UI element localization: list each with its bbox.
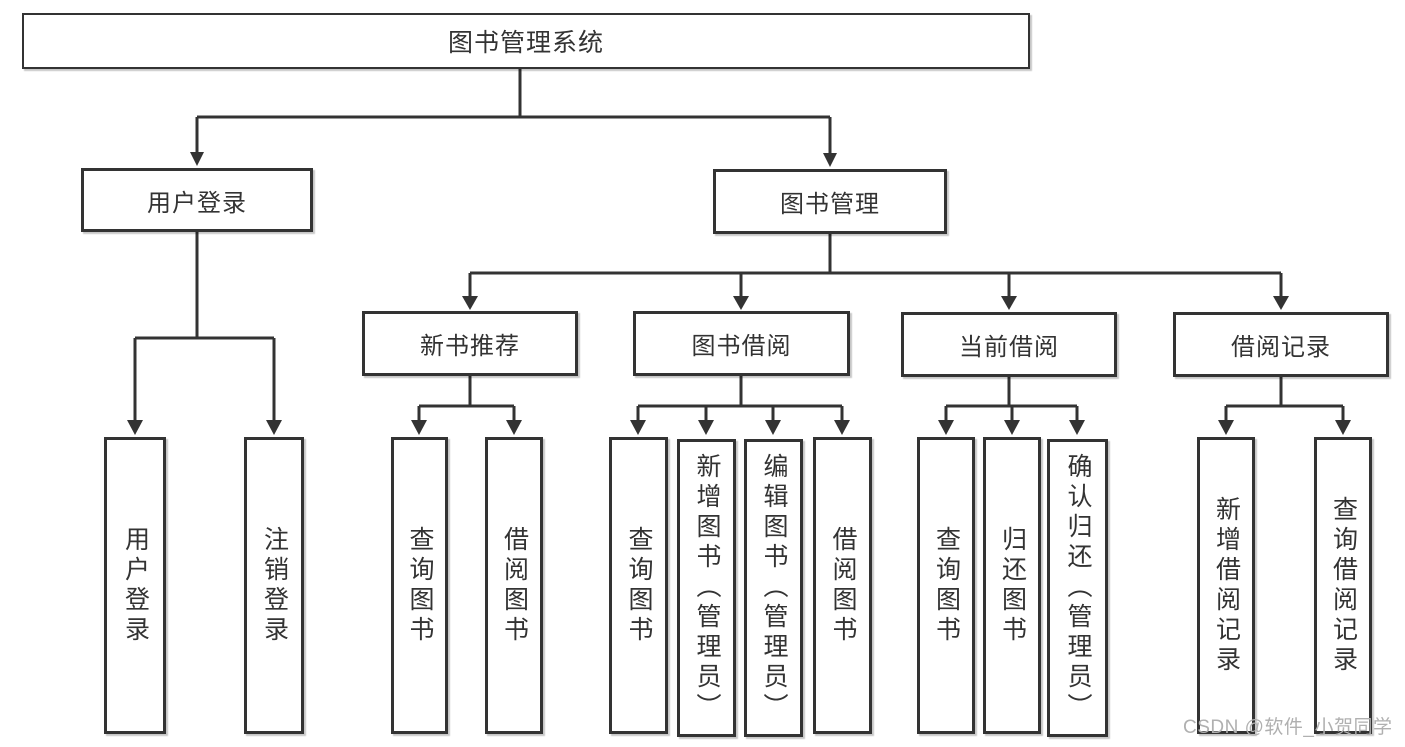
leaf-query-books-current: 查询图书 <box>917 437 975 734</box>
leaf-query-books-recommend: 查询图书 <box>391 437 448 734</box>
leaf-label: 查询图书 <box>406 525 434 646</box>
leaf-label: 查询图书 <box>932 525 961 646</box>
node-label: 用户登录 <box>147 189 247 217</box>
leaf-label: 查询借阅记录 <box>1329 495 1358 676</box>
leaf-label: 编辑图书（管理员） <box>760 453 788 723</box>
leaf-return-books: 归还图书 <box>983 437 1041 734</box>
leaf-borrow-books-recommend: 借阅图书 <box>485 437 543 734</box>
leaf-confirm-return-admin: 确认归还（管理员） <box>1047 439 1108 737</box>
node-user-login: 用户登录 <box>81 168 313 232</box>
node-new-book-recommend: 新书推荐 <box>362 311 578 376</box>
node-label: 图书管理系统 <box>447 29 604 57</box>
leaf-label: 确认归还（管理员） <box>1064 453 1092 723</box>
leaf-label: 归还图书 <box>998 525 1027 646</box>
node-borrowing-records: 借阅记录 <box>1173 312 1389 377</box>
node-label: 图书借阅 <box>691 333 792 360</box>
leaf-label: 借阅图书 <box>829 525 857 646</box>
node-label: 当前借阅 <box>959 334 1059 361</box>
node-label: 新书推荐 <box>420 333 520 360</box>
node-library-management-system: 图书管理系统 <box>22 13 1030 69</box>
leaf-query-books-borrow: 查询图书 <box>609 437 668 734</box>
leaf-add-borrow-record: 新增借阅记录 <box>1197 437 1255 734</box>
csdn-watermark: CSDN @软件_小贺同学 <box>1183 717 1393 738</box>
node-label: 借阅记录 <box>1231 334 1331 361</box>
node-book-management: 图书管理 <box>713 169 947 234</box>
leaf-label: 查询图书 <box>625 525 653 646</box>
leaf-borrow-books: 借阅图书 <box>813 437 872 734</box>
leaf-label: 注销登录 <box>260 525 289 646</box>
leaf-label: 新增图书（管理员） <box>693 453 721 723</box>
leaf-edit-books-admin: 编辑图书（管理员） <box>744 439 803 737</box>
leaf-user-login: 用户登录 <box>104 437 166 734</box>
leaf-logout: 注销登录 <box>244 437 304 734</box>
node-current-borrowing: 当前借阅 <box>901 312 1117 377</box>
leaf-label: 用户登录 <box>121 525 150 646</box>
leaf-add-books-admin: 新增图书（管理员） <box>677 439 736 737</box>
leaf-label: 新增借阅记录 <box>1212 495 1241 676</box>
node-label: 图书管理 <box>780 191 880 218</box>
leaf-query-borrow-record: 查询借阅记录 <box>1314 437 1372 734</box>
leaf-label: 借阅图书 <box>500 525 529 646</box>
node-book-borrowing: 图书借阅 <box>633 311 850 376</box>
